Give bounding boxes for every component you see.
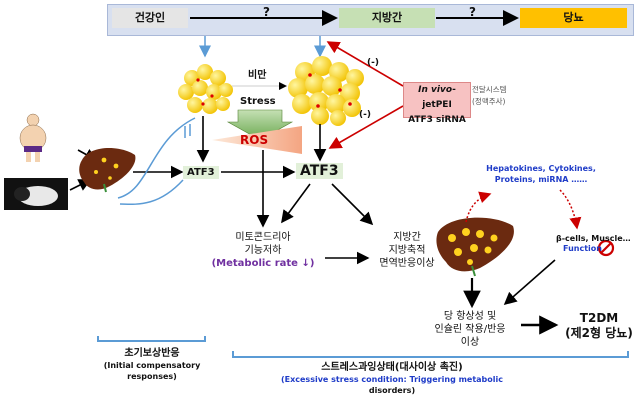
unknown-mark-1: ?	[263, 5, 270, 19]
excessive-en2: disorders)	[368, 386, 416, 395]
excessive-phase-text: 스트레스과잉상태(대사이상 촉진) (Excessive stress cond…	[262, 362, 522, 396]
mito-line3: (Metabolic rate ↓)	[211, 258, 315, 269]
initial-phase-text: 초기보상반응 (Initial compensatory responses)	[88, 348, 216, 382]
homeostasis-text: 당 항상성 및 인슐린 작용/반응 이상	[418, 310, 522, 349]
blue-connector-lines	[199, 36, 326, 58]
sirna-inhibition-arrows	[326, 41, 404, 149]
t2dm-text: T2DM (제2형 당뇨)	[556, 311, 642, 341]
mouse-photo	[4, 178, 68, 210]
mito-line2: 기능저하	[244, 245, 282, 256]
homeostasis-line3: 이상	[460, 337, 480, 348]
initial-en1: (Initial compensatory	[103, 361, 201, 370]
sirna-note-line1: 전달시스템	[472, 85, 507, 94]
diabetes-label: 당뇨	[563, 11, 584, 24]
diabetes-box: 당뇨	[520, 8, 627, 28]
atf3-large-label: ATF3	[296, 163, 343, 179]
ros-label: ROS	[240, 133, 269, 147]
homeostasis-line2: 인슐린 작용/반응	[434, 324, 506, 335]
fatty-liver-icon-left	[79, 148, 136, 193]
homeostasis-line1: 당 항상성 및	[443, 311, 497, 322]
sirna-in-vivo-label: In vivo	[418, 85, 453, 95]
inhibit-mark-2: (-)	[359, 110, 371, 120]
secreted-line2: Proteins, miRNA ……	[494, 175, 588, 184]
t2dm-line2: (제2형 당뇨)	[565, 326, 633, 340]
fatty-liver-icon-right	[436, 217, 514, 277]
excessive-title: 스트레스과잉상태(대사이상 촉진)	[321, 362, 463, 373]
t2dm-line1: T2DM	[579, 311, 619, 325]
initial-en2: responses)	[127, 372, 177, 381]
unknown-mark-2: ?	[469, 5, 476, 19]
small-fat-cluster-icon	[178, 64, 233, 114]
large-fat-cluster-icon	[288, 56, 364, 126]
obese-person-icon	[19, 113, 47, 162]
mito-text: 미토콘드리아 기능저하 (Metabolic rate ↓)	[208, 231, 318, 270]
liver-effects-text: 지방간 지방축적 면역반응이상	[368, 231, 446, 270]
inhibit-mark-1: (-)	[367, 58, 379, 68]
bcells-line1: β-cells, Muscle…	[556, 234, 631, 243]
bcells-line2: Function	[563, 244, 602, 253]
mito-line1: 미토콘드리아	[235, 232, 291, 243]
fatty-liver-label: 지방간	[371, 11, 403, 24]
sirna-box: In vivo-jetPEI ATF3 siRNA	[403, 82, 471, 125]
fatty-liver-box: 지방간	[339, 8, 435, 28]
atf3-small-label: ATF3	[183, 166, 219, 179]
secretion-dotted-arrows	[465, 189, 582, 230]
phase-brackets	[97, 336, 629, 358]
obesity-label: 비만	[248, 70, 267, 81]
liver-effects-line1: 지방간	[393, 232, 421, 243]
prohibited-icon	[597, 239, 615, 257]
sirna-atf3-label: ATF3 siRNA	[408, 115, 466, 125]
ros-wedge-icon	[212, 126, 302, 154]
healthy-box: 건강인	[112, 8, 188, 28]
sirna-note-line2: (정맥주사)	[472, 97, 506, 106]
initial-title: 초기보상반응	[124, 348, 180, 359]
feedback-curves	[117, 117, 196, 206]
liver-effects-line3: 면역반응이상	[379, 258, 435, 269]
healthy-label: 건강인	[134, 11, 166, 24]
liver-effects-line2: 지방축적	[388, 245, 426, 256]
excessive-en1: (Excessive stress condition: Triggering …	[280, 375, 504, 384]
sirna-jetpei-label: -jetPEI	[422, 85, 456, 110]
secreted-line1: Hepatokines, Cytokines,	[486, 164, 596, 173]
secreted-factors-text: Hepatokines, Cytokines, Proteins, miRNA …	[482, 163, 600, 185]
stress-label: Stress	[240, 96, 276, 107]
